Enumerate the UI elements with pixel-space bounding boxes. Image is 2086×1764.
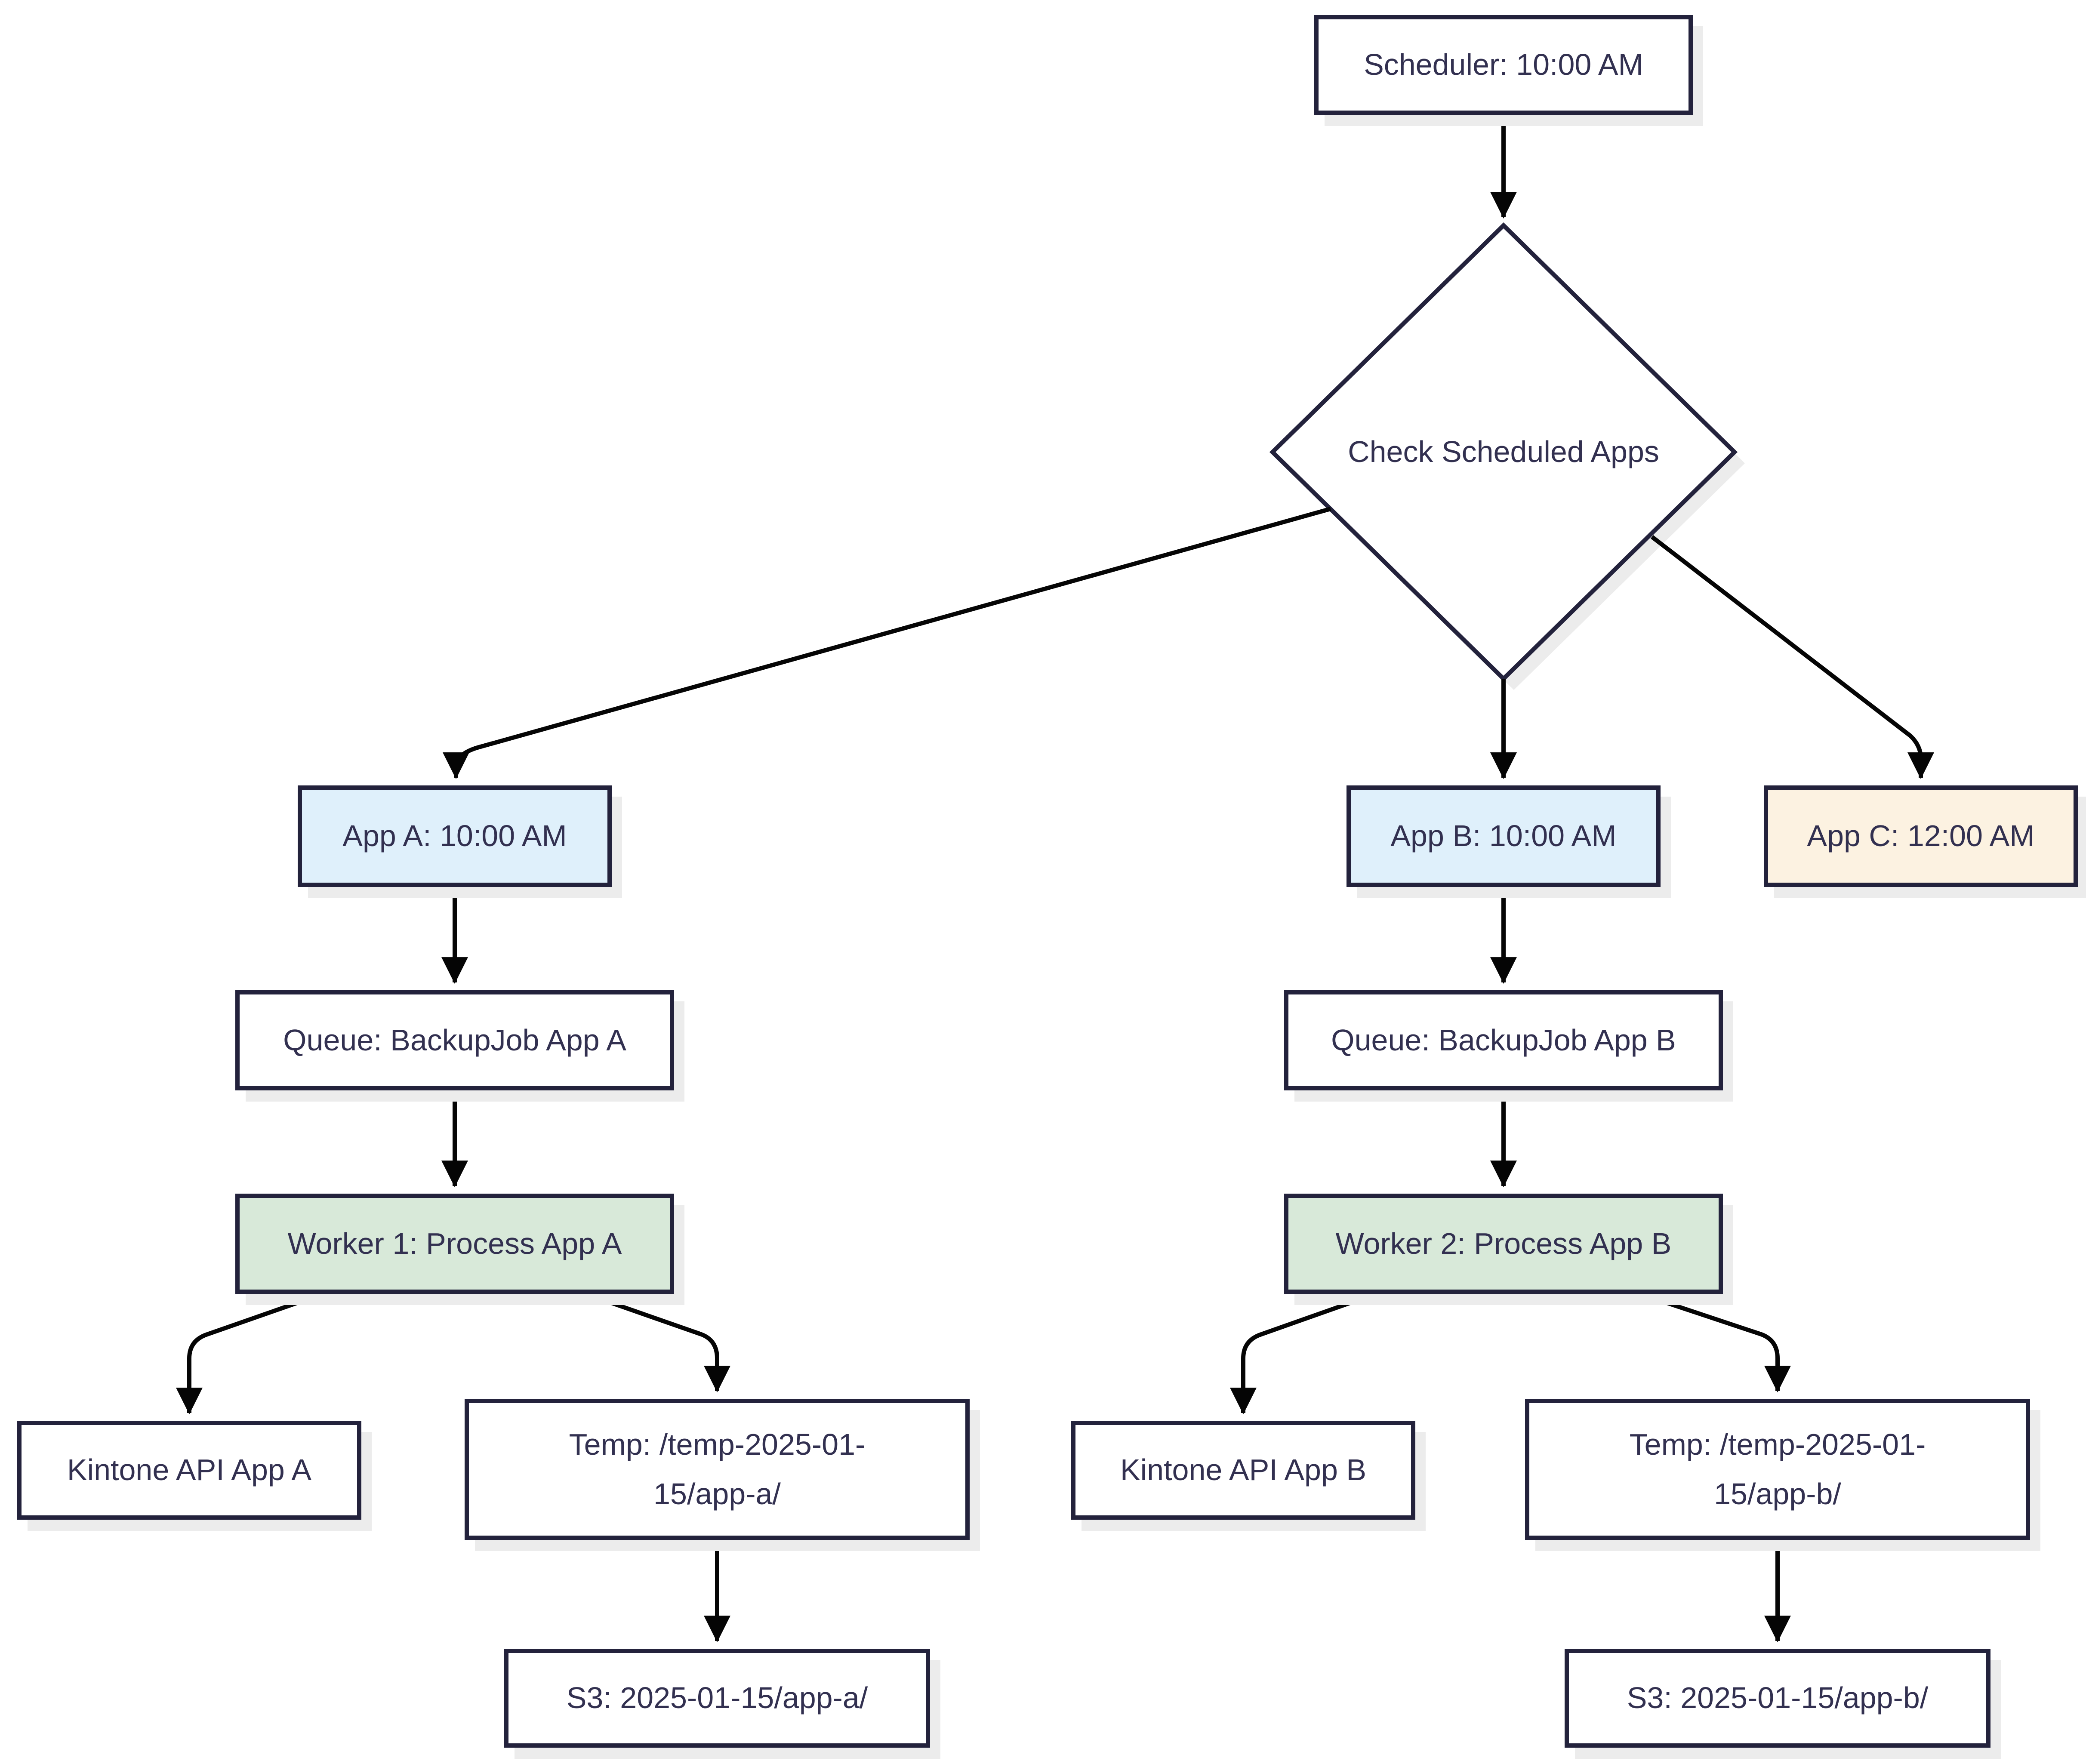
node-temp-app-b: Temp: /temp-2025-01- 15/app-b/ xyxy=(1525,1399,2030,1540)
node-scheduler: Scheduler: 10:00 AM xyxy=(1314,15,1693,115)
node-queue-app-a: Queue: BackupJob App A xyxy=(235,990,674,1090)
edge-worker-1-to-kintone-a xyxy=(176,1293,321,1415)
node-queue-app-b: Queue: BackupJob App B xyxy=(1284,990,1723,1090)
node-app-b: App B: 10:00 AM xyxy=(1347,785,1661,887)
edge-worker-2-to-kintone-b xyxy=(1230,1293,1374,1415)
node-s3-app-a: S3: 2025-01-15/app-a/ xyxy=(504,1649,930,1748)
node-kintone-api-app-a: Kintone API App A xyxy=(17,1421,361,1520)
edge-worker-2-to-temp-b xyxy=(1642,1293,1791,1393)
node-worker-2: Worker 2: Process App B xyxy=(1284,1194,1723,1294)
edge-check-to-app-a xyxy=(443,507,1331,779)
edge-check-to-app-c xyxy=(1650,535,1934,779)
node-check-scheduled-apps: Check Scheduled Apps xyxy=(1348,435,1659,469)
node-app-a: App A: 10:00 AM xyxy=(298,785,612,887)
node-temp-app-a: Temp: /temp-2025-01- 15/app-a/ xyxy=(465,1399,970,1540)
node-app-c: App C: 12:00 AM xyxy=(1764,785,2078,887)
node-worker-1: Worker 1: Process App A xyxy=(235,1194,674,1294)
edge-worker-1-to-temp-a xyxy=(587,1293,730,1393)
node-s3-app-b: S3: 2025-01-15/app-b/ xyxy=(1565,1649,1990,1748)
node-kintone-api-app-b: Kintone API App B xyxy=(1071,1421,1415,1520)
